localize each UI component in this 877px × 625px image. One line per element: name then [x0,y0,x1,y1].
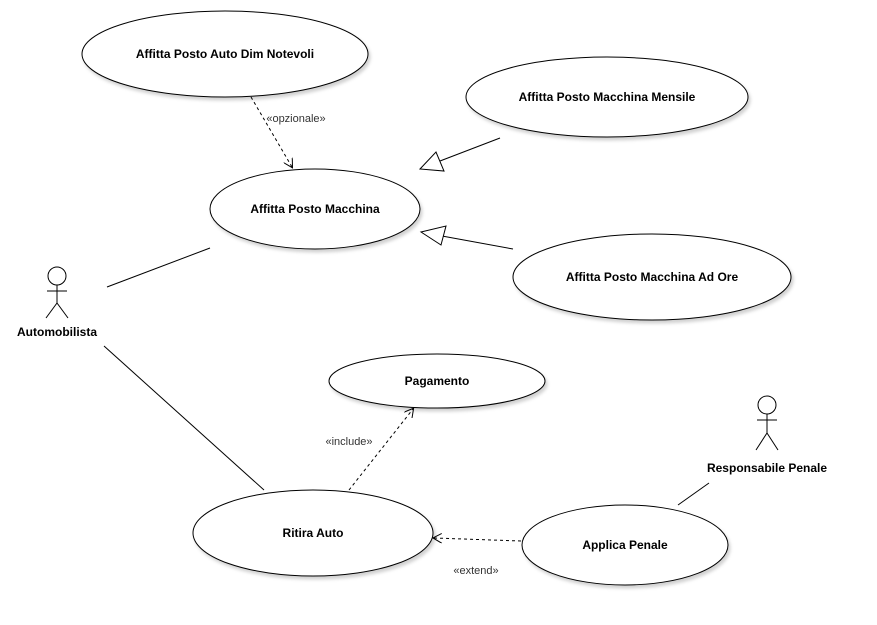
stereotype-include-label: «include» [325,436,372,448]
stereotype-extend-label: «extend» [453,565,498,577]
use-case-ritira-auto[interactable]: Ritira Auto [192,489,434,577]
use-case-pagamento[interactable]: Pagamento [328,353,546,409]
generalization-ad-ore [419,225,514,250]
use-case-mensile[interactable]: Affitta Posto Macchina Mensile [465,56,749,138]
use-case-label: Pagamento [405,374,470,388]
stick-figure-icon [45,266,69,319]
dependency-opzionale [250,96,292,167]
association-automobilista-ritira-auto [103,345,265,491]
association-automobilista-posto-macchina [106,247,211,288]
use-case-label: Affitta Posto Auto Dim Notevoli [136,47,314,61]
stereotype-opzionale-label: «opzionale» [266,113,325,125]
use-case-label: Affitta Posto Macchina Ad Ore [566,270,739,284]
use-case-dim-notevoli[interactable]: Affitta Posto Auto Dim Notevoli [81,10,369,98]
actor-automobilista[interactable]: Automobilista [17,266,97,339]
actor-label: Responsabile Penale [707,461,827,475]
use-case-label: Affitta Posto Macchina [250,202,380,216]
dependency-extend [434,538,522,541]
use-case-label: Affitta Posto Macchina Mensile [519,90,696,104]
use-case-posto-macchina[interactable]: Affitta Posto Macchina [209,168,421,250]
actor-responsabile-penale[interactable]: Responsabile Penale [707,395,827,475]
use-case-label: Ritira Auto [283,526,344,540]
dependency-include [348,409,413,491]
use-case-applica-penale[interactable]: Applica Penale [521,504,729,586]
actor-label: Automobilista [17,325,97,339]
stick-figure-icon [755,395,779,451]
association-responsabile-applica-penale [677,482,710,506]
generalization-mensile [418,137,501,172]
use-case-label: Applica Penale [582,538,668,552]
use-case-ad-ore[interactable]: Affitta Posto Macchina Ad Ore [512,233,792,321]
